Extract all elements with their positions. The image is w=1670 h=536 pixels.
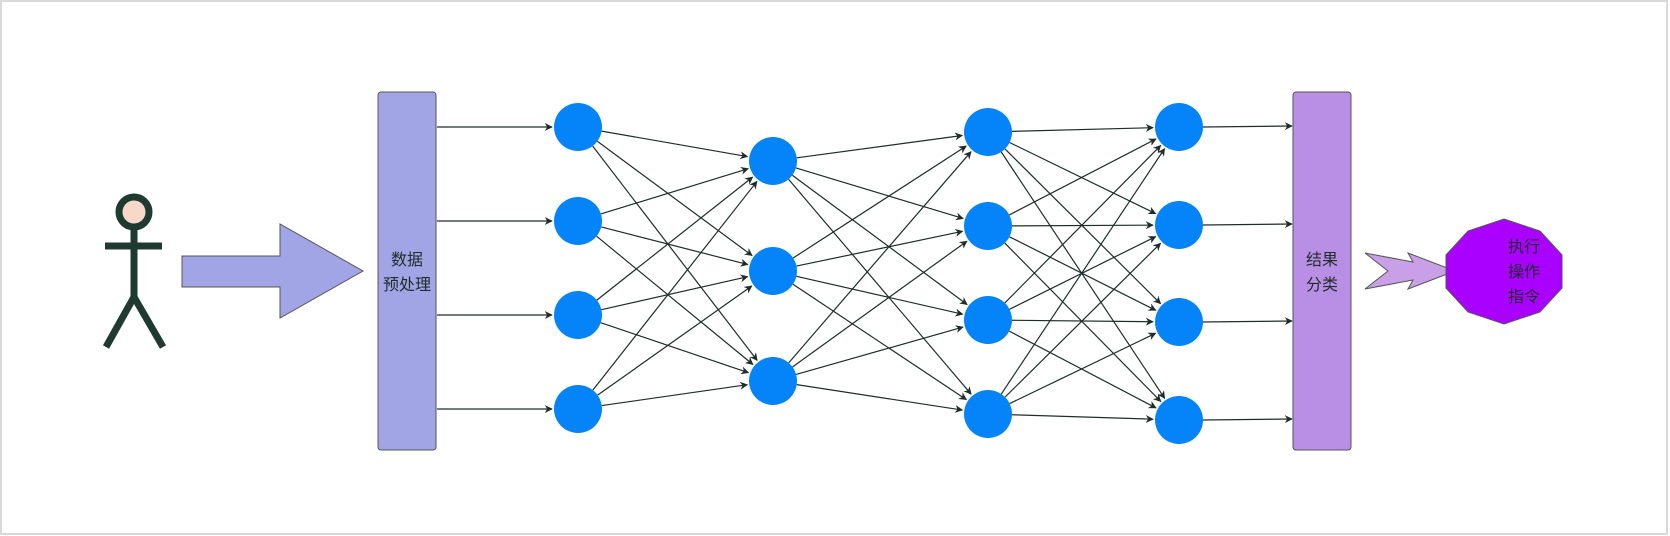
classify-label-line2: 分类 (1306, 275, 1338, 294)
preprocess-label-line2: 预处理 (383, 275, 431, 294)
network-nodes (554, 103, 1203, 444)
network-edge (601, 226, 749, 267)
network-edge (1000, 147, 1166, 395)
network-edge (1004, 144, 1162, 304)
network-edge (1009, 141, 1157, 215)
network-edge (1011, 221, 1154, 230)
output-edge (1202, 317, 1293, 326)
network-edge (601, 381, 749, 407)
network-edge (601, 130, 749, 160)
neuron-node (554, 103, 602, 151)
network-edge (600, 166, 749, 215)
neuron-node (1155, 103, 1203, 151)
network-edge (1009, 332, 1157, 405)
network-edge (596, 235, 754, 366)
output-edge (1202, 122, 1293, 131)
command-octagon: 执行 操作 指令 (1445, 218, 1563, 325)
network-edge (1004, 148, 1162, 305)
neuron-node (554, 291, 602, 339)
network-edge (1004, 242, 1162, 403)
user-stick-figure-icon (102, 193, 167, 349)
preprocess-box: 数据 预处理 (377, 91, 437, 451)
neuron-node (1155, 201, 1203, 249)
network-edge (592, 180, 758, 391)
network-edge (791, 174, 968, 306)
neuron-node (964, 390, 1012, 438)
network-edge (1000, 151, 1166, 399)
network-edge (596, 176, 754, 301)
network-edge (596, 140, 753, 257)
neuron-node (1155, 396, 1203, 444)
command-label-line1: 执行 (1508, 237, 1540, 256)
block-arrow-right-icon (181, 223, 365, 319)
network-edge (795, 167, 964, 221)
network-edge (1008, 330, 1157, 409)
network-edge (1011, 123, 1154, 132)
neuron-node (964, 108, 1012, 156)
network-edge (796, 384, 964, 413)
network-edge (792, 240, 968, 368)
network-edge (597, 285, 753, 396)
network-edge (796, 228, 964, 267)
neuron-node (749, 137, 797, 185)
network-edges (437, 122, 1293, 424)
network-edge (792, 145, 967, 259)
neuron-node (554, 197, 602, 245)
neuron-node (964, 296, 1012, 344)
output-edge (1202, 415, 1293, 424)
neuron-node (554, 385, 602, 433)
network-edge (788, 151, 972, 364)
notched-arrow-right-icon (1364, 252, 1457, 290)
classify-box: 结果 分类 (1292, 91, 1352, 451)
network-edge (792, 283, 968, 401)
neuron-node (749, 247, 797, 295)
output-edge (1202, 220, 1293, 229)
network-edge (1009, 236, 1157, 310)
preprocess-label-line1: 数据 (391, 250, 423, 269)
neuron-node (1155, 298, 1203, 346)
network-edge (796, 132, 964, 159)
network-edge (601, 274, 749, 311)
neuron-node (964, 202, 1012, 250)
network-edge (1011, 414, 1154, 423)
network-edge (795, 325, 964, 376)
network-edge (788, 178, 972, 395)
network-edge (592, 145, 758, 362)
network-edge (796, 275, 964, 317)
classify-label-line1: 结果 (1306, 250, 1338, 269)
network-edge (600, 322, 750, 375)
command-label-line2: 操作 (1508, 262, 1540, 281)
neuron-node (749, 357, 797, 405)
network-edge (1004, 242, 1162, 398)
network-edge (1009, 138, 1157, 216)
command-label-line3: 指令 (1508, 287, 1540, 306)
